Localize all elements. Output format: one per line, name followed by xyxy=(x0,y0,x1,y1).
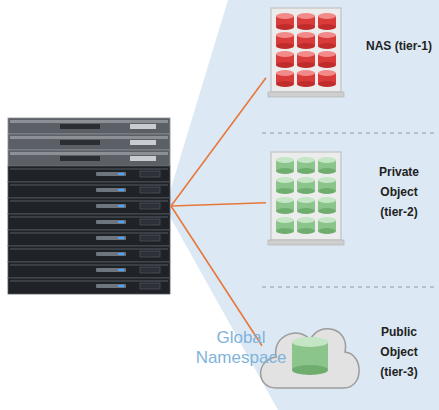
link-line xyxy=(171,78,266,206)
server-rack xyxy=(8,118,170,294)
link-line xyxy=(171,206,262,346)
namespace-region xyxy=(165,0,439,410)
storage-tier-node: NAS (tier-1) xyxy=(266,6,436,98)
tier-divider xyxy=(262,133,436,134)
storage-tier-node: Private Object (tier-2) xyxy=(266,150,436,246)
link-line xyxy=(171,203,266,206)
tier-label: NAS (tier-1) xyxy=(366,36,432,56)
tier-divider xyxy=(262,287,436,288)
server-rack-node: Global Namespace xyxy=(5,116,171,296)
tier-label: Private Object (tier-2) xyxy=(366,162,432,222)
storage-tier-node: Public Object (tier-3) xyxy=(262,322,436,390)
private-object-array xyxy=(268,152,344,245)
namespace-label: Global Namespace xyxy=(183,328,299,368)
nas-array xyxy=(268,8,344,97)
tier-label: Public Object (tier-3) xyxy=(366,322,432,382)
